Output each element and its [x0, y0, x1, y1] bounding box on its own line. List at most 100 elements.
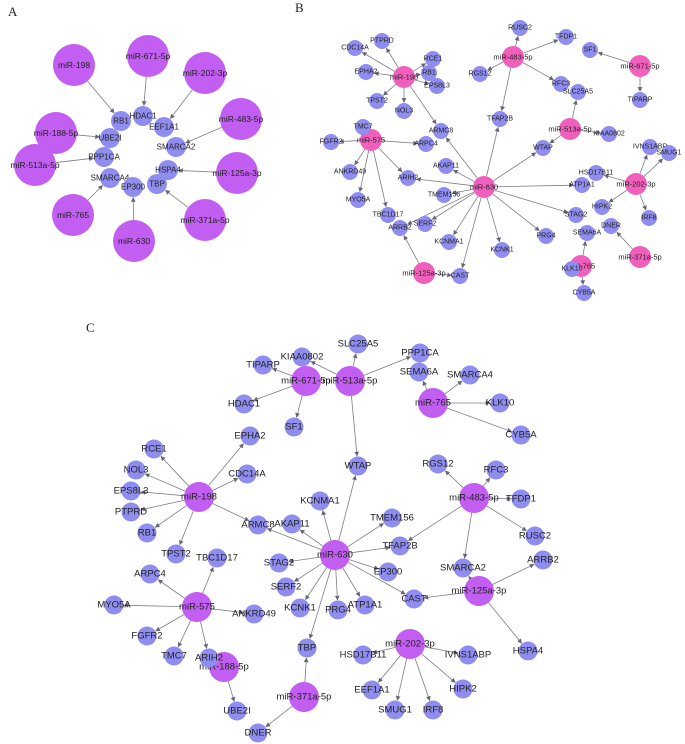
node-c-mir-483-5p[interactable]: miR-483-5p	[449, 483, 499, 513]
node-a-mir-125a-3p[interactable]: miR-125a-3p	[212, 152, 262, 194]
node-c-rce1[interactable]: RCE1	[141, 439, 167, 459]
node-b-sema6a[interactable]: SEMA6A	[573, 225, 602, 241]
node-b-tbc1d17[interactable]: TBC1D17	[373, 207, 404, 223]
node-c-tbc1d17[interactable]: TBC1D17	[196, 548, 238, 568]
node-c-eps8l3[interactable]: EPS8L3	[114, 481, 149, 501]
node-b-nol3[interactable]: NOL3	[395, 103, 413, 119]
node-c-mir-125a-3p[interactable]: miR-125a-3p	[452, 576, 507, 606]
node-b-tmem156[interactable]: TMEM156	[428, 187, 460, 203]
node-b-rb1[interactable]: RB1	[421, 65, 437, 81]
node-b-tfdp1[interactable]: TFDP1	[555, 29, 577, 45]
node-c-mir-765[interactable]: miR-765	[415, 388, 451, 418]
node-b-mir-125a-3p[interactable]: miR-125a-3p	[402, 262, 446, 284]
node-c-cyb5a[interactable]: CYB5A	[505, 425, 537, 445]
node-b-cdc14a[interactable]: CDC14A	[341, 40, 369, 56]
node-a-mir-198[interactable]: miR-198	[53, 44, 95, 86]
node-b-arih2[interactable]: ARIH2	[398, 170, 419, 186]
node-a-mir-371a-5p[interactable]: miR-371a-5p	[180, 199, 230, 241]
node-b-irf8[interactable]: IRF8	[641, 210, 657, 226]
node-b-tiparp[interactable]: TIPARP	[628, 92, 653, 108]
node-b-ankrd49[interactable]: ANKRD49	[334, 164, 366, 180]
node-b-rgs12[interactable]: RGS12	[469, 66, 492, 82]
node-b-kcnma1[interactable]: KCNMA1	[434, 234, 464, 250]
node-c-tmem156[interactable]: TMEM156	[370, 508, 414, 528]
node-c-smarca2[interactable]: SMARCA2	[440, 558, 486, 578]
node-c-smarca4[interactable]: SMARCA4	[447, 365, 493, 385]
node-b-tfap2b[interactable]: TFAP2B	[487, 111, 513, 127]
node-c-tfdp1[interactable]: TFDP1	[506, 489, 536, 509]
node-a-smarca2[interactable]: SMARCA2	[157, 137, 196, 157]
node-a-smarca4[interactable]: SMARCA4	[91, 168, 130, 188]
node-c-ep300[interactable]: EP300	[374, 562, 403, 582]
node-c-cast[interactable]: CAST	[401, 589, 427, 609]
node-b-arrb2[interactable]: ARRB2	[388, 220, 412, 236]
node-b-epha2[interactable]: EPHA2	[355, 64, 378, 80]
node-c-myo5a[interactable]: MYO5A	[97, 595, 131, 615]
node-a-hspa4[interactable]: HSPA4	[155, 160, 181, 180]
node-c-ivns1abp[interactable]: IVNS1ABP	[445, 645, 491, 665]
node-b-sf1[interactable]: SF1	[582, 42, 598, 58]
node-b-ivns1abp[interactable]: IVNS1ABP	[633, 139, 668, 155]
node-b-hipk2[interactable]: HIPK2	[592, 199, 612, 215]
node-b-rfc3[interactable]: RFC3	[552, 76, 570, 92]
node-b-fgfr2[interactable]: FGFR2	[320, 134, 343, 150]
node-c-arrb2[interactable]: ARRB2	[527, 550, 559, 570]
node-a-hdac1[interactable]: HDAC1	[129, 106, 157, 126]
node-c-armc8[interactable]: ARMC8	[241, 515, 275, 535]
node-c-prg4[interactable]: PRG4	[325, 600, 351, 620]
node-b-cyb5a[interactable]: CYB5A	[573, 285, 596, 301]
node-c-ankrd49[interactable]: ANKRD49	[232, 604, 276, 624]
node-c-ppp1ca[interactable]: PPP1CA	[401, 343, 439, 363]
node-c-slc25a5[interactable]: SLC25A5	[338, 334, 379, 354]
node-b-prg4[interactable]: PRG4	[536, 228, 556, 244]
node-c-nol3[interactable]: NOL3	[124, 460, 149, 480]
node-a-mir-513a-5p[interactable]: miR-513a-5p	[10, 144, 60, 186]
node-b-mir-630[interactable]: miR-630	[470, 176, 498, 198]
node-b-eps8l3[interactable]: EPS8L3	[424, 78, 450, 94]
node-b-kcnk1[interactable]: KCNK1	[490, 242, 514, 258]
node-b-serf2[interactable]: SERF2	[414, 216, 437, 232]
node-b-arpc4[interactable]: ARPC4	[414, 136, 438, 152]
node-a-tbp[interactable]: TBP	[147, 174, 167, 194]
node-c-sema6a[interactable]: SEMA6A	[400, 362, 439, 382]
node-a-mir-765[interactable]: miR-765	[52, 194, 94, 236]
node-c-serf2[interactable]: SERF2	[271, 577, 302, 597]
node-c-mir-575[interactable]: miR-575	[179, 592, 215, 622]
node-a-ube2i[interactable]: UBE2I	[98, 128, 122, 148]
node-a-mir-202-3p[interactable]: miR-202-3p	[183, 52, 228, 94]
node-a-eef1a1[interactable]: EEF1A1	[149, 117, 179, 137]
node-b-atp1a1[interactable]: ATP1A1	[569, 177, 595, 193]
node-c-kiaa0802[interactable]: KIAA0802	[281, 347, 324, 367]
node-c-tmc7[interactable]: TMC7	[161, 646, 187, 666]
node-c-arpc4[interactable]: ARPC4	[134, 564, 166, 584]
node-b-mir-198[interactable]: miR-198	[390, 66, 418, 88]
node-c-akap11[interactable]: AKAP11	[274, 514, 310, 534]
node-c-mir-371a-5p[interactable]: miR-371a-5p	[277, 682, 332, 712]
node-b-mir-671-5p[interactable]: miR-671-5p	[620, 55, 660, 77]
node-c-rb1[interactable]: RB1	[137, 523, 157, 543]
node-c-tiparp[interactable]: TIPARP	[246, 355, 280, 375]
node-c-wtap[interactable]: WTAP	[345, 456, 372, 476]
node-c-dner[interactable]: DNER	[245, 723, 272, 743]
node-c-tbp[interactable]: TBP	[297, 638, 317, 658]
node-c-fgfr2[interactable]: FGFR2	[131, 626, 163, 646]
node-c-atp1a1[interactable]: ATP1A1	[348, 595, 383, 615]
node-c-mir-198[interactable]: miR-198	[181, 482, 217, 512]
node-b-myo5a[interactable]: MYO5A	[346, 192, 371, 208]
node-c-mir-671-5p[interactable]: miR-671-5p	[281, 366, 331, 396]
node-b-klk10[interactable]: KLK10	[561, 261, 583, 277]
node-c-eef1a1[interactable]: EEF1A1	[354, 680, 390, 700]
node-c-hipk2[interactable]: HIPK2	[449, 679, 477, 699]
node-a-rb1[interactable]: RB1	[111, 111, 131, 131]
node-b-tpst2[interactable]: TPST2	[366, 93, 388, 109]
node-b-cast[interactable]: CAST	[451, 268, 470, 284]
node-c-hspa4[interactable]: HSPA4	[513, 641, 543, 661]
node-c-hsd17b11[interactable]: HSD17B11	[340, 645, 387, 665]
node-c-arih2[interactable]: ARIH2	[195, 648, 223, 668]
node-b-dner[interactable]: DNER	[601, 218, 621, 234]
node-c-tfap2b[interactable]: TFAP2B	[382, 536, 418, 556]
node-c-rusc2[interactable]: RUSC2	[519, 526, 551, 546]
node-c-irf8[interactable]: IRF8	[423, 700, 444, 720]
node-a-mir-188-5p[interactable]: miR-188-5p	[34, 112, 79, 154]
node-c-rfc3[interactable]: RFC3	[484, 460, 509, 480]
